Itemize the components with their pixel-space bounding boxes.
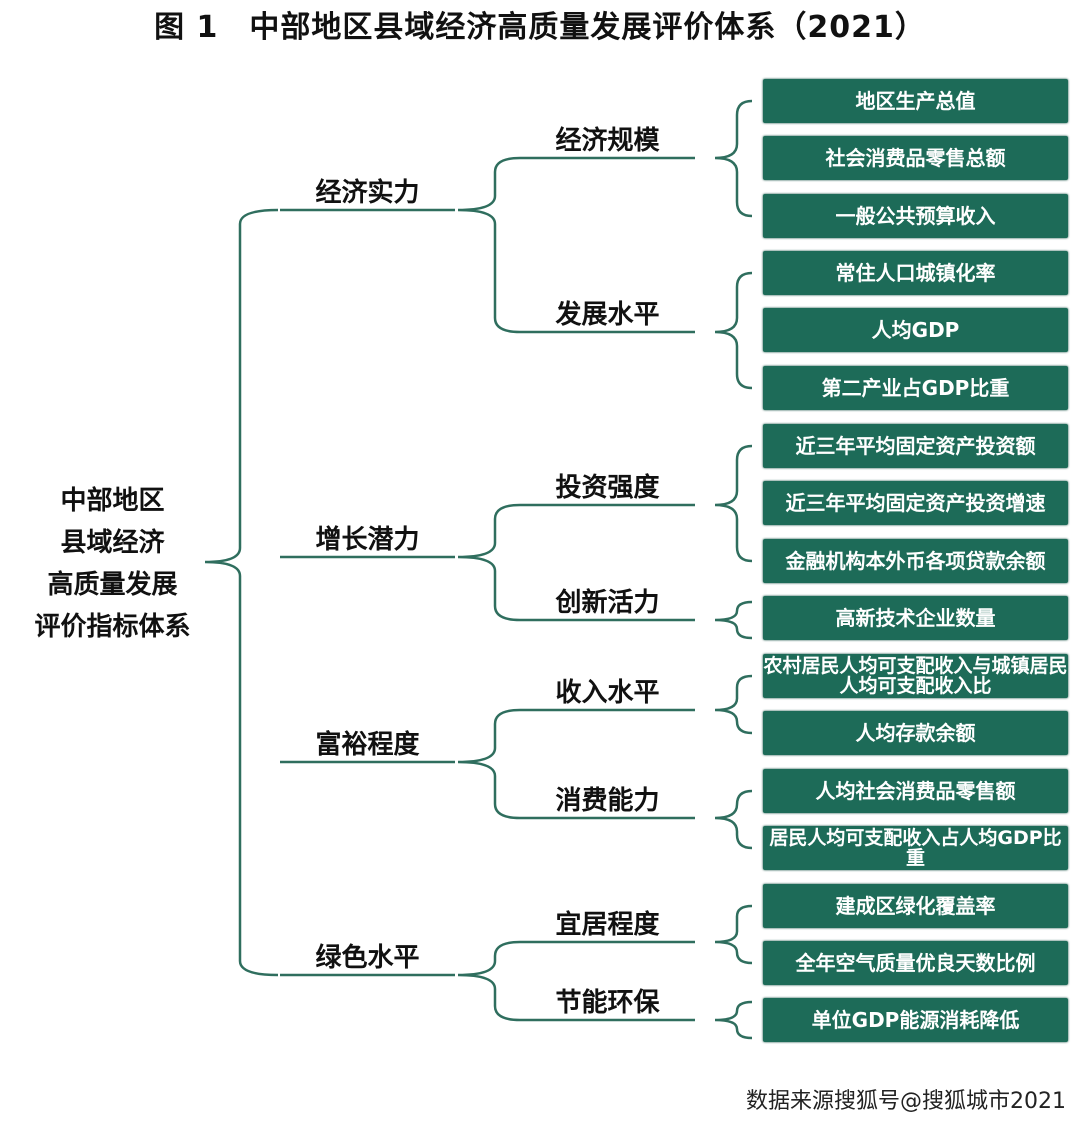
indicator-bracket: [714, 904, 753, 965]
subcategory-label: 投资强度: [555, 473, 660, 503]
indicator-bracket: [714, 600, 753, 640]
indicator-box: 单位GDP能源消耗降低: [763, 998, 1068, 1042]
subcategory-label: 消费能力: [555, 786, 660, 816]
category-bracket: [457, 156, 521, 334]
indicator-box: 金融机构本外币各项贷款余额: [763, 539, 1068, 583]
indicator-box: 高新技术企业数量: [763, 596, 1068, 640]
indicator-box: 近三年平均固定资产投资增速: [763, 481, 1068, 525]
subcategory-label: 创新活力: [555, 588, 660, 618]
indicator-bracket: [714, 444, 753, 563]
indicator-box: 地区生产总值: [763, 79, 1068, 123]
root-node: 中部地区 县域经济 高质量发展 评价指标体系: [20, 480, 205, 648]
indicator-box: 第二产业占GDP比重: [763, 366, 1068, 410]
indicator-box: 人均存款余额: [763, 711, 1068, 755]
category-bracket: [457, 708, 521, 820]
indicator-box: 人均GDP: [763, 308, 1068, 352]
indicator-box: 社会消费品零售总额: [763, 136, 1068, 180]
category-bracket: [457, 940, 521, 1022]
indicator-box: 一般公共预算收入: [763, 194, 1068, 238]
root-line: 高质量发展: [47, 570, 178, 600]
category-label: 经济实力: [315, 178, 420, 208]
root-line: 中部地区: [60, 486, 165, 516]
indicator-bracket: [714, 99, 753, 218]
subcategory-label: 收入水平: [555, 678, 660, 708]
root-line: 县域经济: [60, 528, 165, 558]
category-label: 富裕程度: [315, 730, 420, 760]
figure-title: 图 1 中部地区县域经济高质量发展评价体系（2021）: [154, 10, 926, 45]
indicator-bracket: [714, 1000, 753, 1040]
subcategory-label: 经济规模: [555, 126, 660, 156]
indicator-bracket: [714, 789, 753, 850]
subcategory-label: 节能环保: [555, 988, 660, 1018]
indicator-box: 全年空气质量优良天数比例: [763, 941, 1068, 985]
indicator-bracket: [714, 674, 753, 735]
source-note: 数据来源搜狐号@搜狐城市2021: [746, 1089, 1066, 1114]
category-label: 增长潜力: [315, 525, 420, 555]
category-label: 绿色水平: [315, 943, 420, 973]
root-bracket: [204, 208, 279, 977]
subcategory-label: 发展水平: [555, 300, 660, 330]
indicator-bracket: [714, 271, 753, 390]
indicator-box: 建成区绿化覆盖率: [763, 884, 1068, 928]
indicator-box: 近三年平均固定资产投资额: [763, 424, 1068, 468]
indicator-box: 居民人均可支配收入占人均GDP比重: [763, 826, 1068, 870]
indicator-box: 常住人口城镇化率: [763, 251, 1068, 295]
root-line: 评价指标体系: [34, 612, 191, 642]
indicator-box: 人均社会消费品零售额: [763, 769, 1068, 813]
subcategory-label: 宜居程度: [555, 910, 660, 940]
indicator-box: 农村居民人均可支配收入与城镇居民人均可支配收入比: [763, 654, 1068, 698]
category-bracket: [457, 503, 521, 622]
